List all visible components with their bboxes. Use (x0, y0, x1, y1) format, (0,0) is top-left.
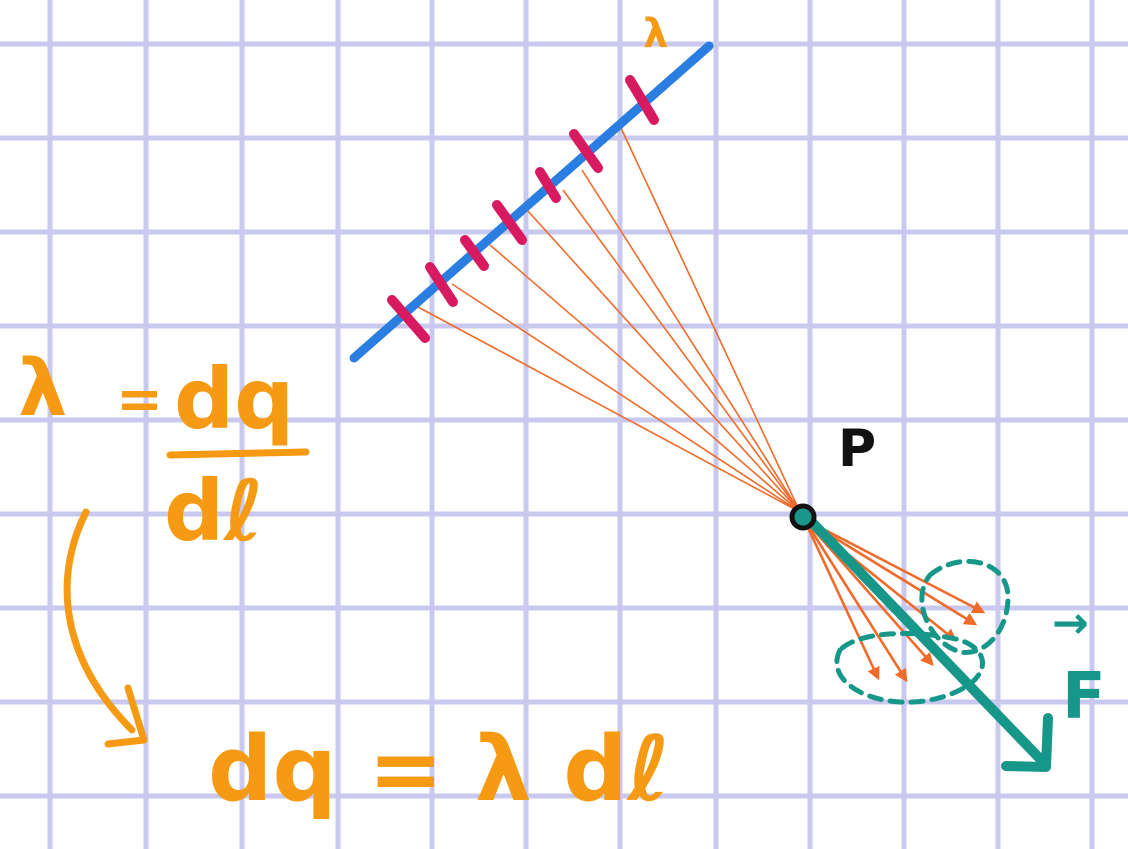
field-vector (802, 518, 880, 681)
lambda-label: λ (643, 11, 668, 57)
definition-numerator: dq (174, 350, 294, 448)
point-p-label: P (838, 419, 876, 479)
field-vector (803, 517, 986, 614)
segment-mark (492, 200, 527, 245)
force-shaft (803, 513, 1051, 770)
point-p (789, 503, 817, 531)
field-line (417, 306, 801, 513)
field-vector (802, 518, 908, 683)
force-arrowhead (1001, 713, 1053, 772)
segment-mark (535, 167, 561, 203)
field-line (451, 283, 801, 513)
lambda-definition: λ = dq dℓ (18, 344, 310, 560)
field-line (581, 169, 801, 513)
definition-equals: = (116, 367, 163, 432)
field-lines (417, 127, 801, 513)
field-line (526, 209, 801, 513)
segment-mark (387, 295, 430, 343)
segment-mark (425, 262, 458, 307)
definition-denominator: dℓ (164, 462, 264, 560)
grouping-loops (834, 558, 1011, 705)
force-label: F (1062, 660, 1106, 734)
curved-arrow-icon (63, 508, 148, 748)
result-equation: dq = λ dℓ (208, 717, 670, 822)
charge-segment-marks (387, 75, 659, 343)
field-line (620, 127, 801, 513)
grouping-loop-lower (834, 630, 985, 705)
fraction-bar (166, 448, 310, 459)
field-line (562, 189, 801, 513)
segment-mark (569, 129, 603, 173)
segment-mark (460, 235, 489, 271)
definition-lhs: λ (18, 344, 67, 434)
grouping-loop-upper (919, 558, 1011, 655)
field-line (489, 244, 801, 513)
line-charge (349, 41, 714, 363)
segment-mark (625, 75, 659, 125)
force-arrow (803, 513, 1053, 772)
force-vector-arrow-label: → (1052, 598, 1089, 649)
